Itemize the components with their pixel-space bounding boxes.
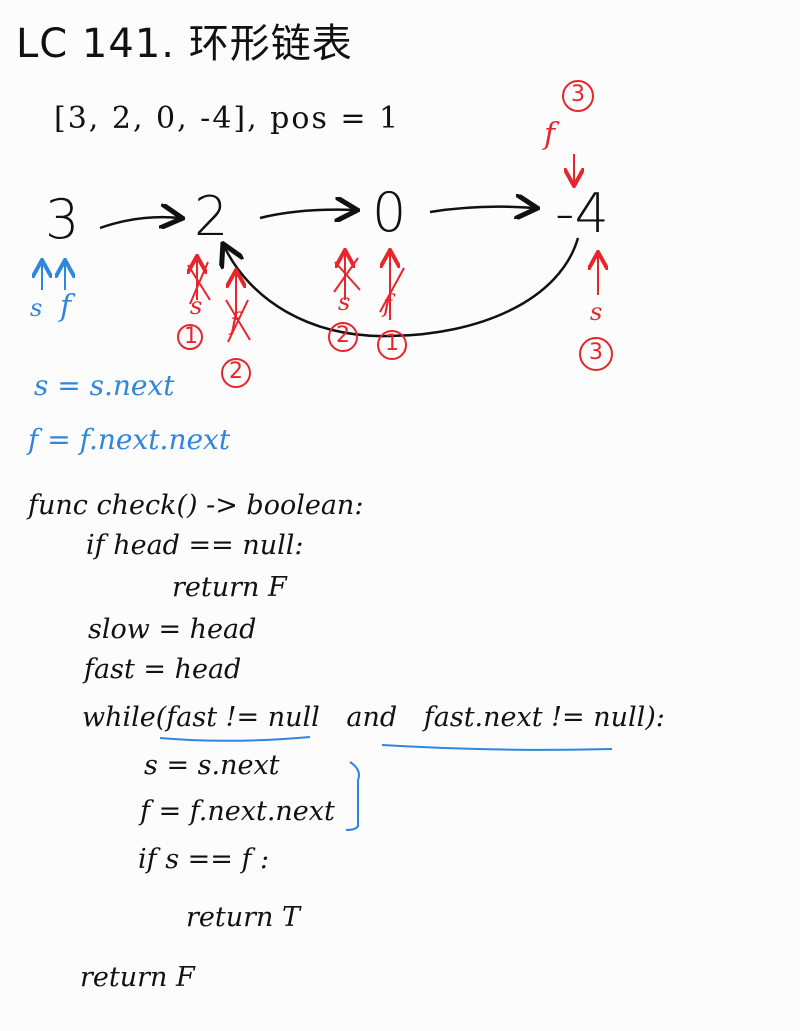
arrow-2-to-0 [259,210,355,218]
cycle-back-arrow [224,237,580,338]
fast-update-note: f = f.next.next [28,423,231,456]
code-fast-init: fast = head [84,654,242,685]
node-2: 2 [194,185,229,248]
code-if-meet: if s == f : [138,844,270,875]
loop-bracket [345,761,360,831]
code-signature: func check() -> boolean: [28,490,364,521]
code-while-prefix: while( [82,702,167,733]
slow-label-at-2: s [190,292,203,320]
code-return-t: return T [186,902,301,933]
circled-2-at-2: 2 [229,359,243,384]
code-slow-init: slow = head [88,614,257,645]
fast-label-start: f [60,289,72,324]
circled-1-at-2: 1 [184,324,198,349]
circled-2-at-0: 2 [336,323,350,348]
fast-label-at-2: f [230,308,239,336]
circled-3-top: 3 [571,82,585,107]
code-while-suffix: ): [645,702,665,733]
slow-label-start: s [30,294,43,322]
circled-1-at-0: 1 [385,331,399,356]
circled-3-bottom: 3 [589,340,603,365]
code-return-f-1: return F [172,572,287,603]
code-while-cond-2: fast.next != null [423,702,646,733]
code-return-f-2: return F [80,962,195,993]
node-neg4: -4 [555,182,609,245]
code-f-next: f = f.next.next [140,796,335,827]
arrow-3-to-2 [99,217,180,228]
while-cond2-underline [381,744,613,751]
code-s-next: s = s.next [144,750,280,781]
slow-label-at-neg4: s [590,298,603,326]
code-if-null: if head == null: [86,530,304,561]
arrow-0-to-neg4 [429,207,535,212]
fast-label-at-0: f [383,290,392,318]
slow-label-at-0: s [338,288,351,316]
input-line: [3, 2, 0, -4], pos = 1 [54,101,401,136]
node-3: 3 [45,188,80,251]
slow-update-note: s = s.next [34,369,175,402]
code-while-and: and [346,702,398,733]
while-cond1-underline [159,736,311,742]
fast-label-at-neg4: f [544,117,556,152]
slow-at-0-strike-2 [333,257,359,293]
slow-at-0-strike-1 [334,261,361,291]
code-while: while(fast != null and fast.next != null… [82,704,665,731]
page-title: LC 141. 环形链表 [16,21,353,67]
code-while-cond-1: fast != null [166,702,320,733]
node-0: 0 [372,181,407,244]
